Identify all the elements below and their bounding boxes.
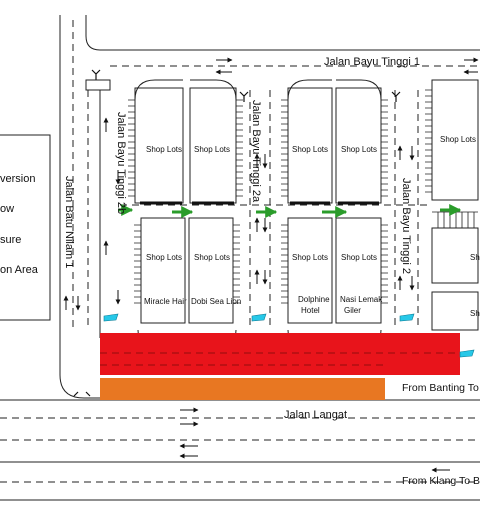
turn-symbols (73, 69, 401, 397)
shop-blocks-bottom (140, 217, 479, 331)
cone-marker (103, 313, 119, 322)
shop-name-dolphine-hotel: Hotel (301, 306, 320, 315)
shop-lots-label: Shop Lots (341, 145, 377, 154)
legend-item-diversion: version (0, 173, 35, 185)
shop-lots-label: Shop Lots (146, 145, 182, 154)
shop-lots-label: Sho (470, 309, 480, 318)
road-label-jalan-bayu-tinggi-2b: Jalan Bayu Tinggi 2b (115, 112, 127, 214)
legend-item-closure: sure (0, 234, 21, 246)
road-label-jalan-batu-nilam-1: Jalan Batu Nilam 1 (63, 176, 75, 268)
direction-label-from-banting: From Banting To Kla (402, 382, 480, 394)
shop-name-dobi-sea-lion: Dobi Sea Lion (191, 297, 241, 306)
direction-arrows (63, 57, 479, 473)
cone-marker (399, 313, 415, 322)
shop-name-dolphine-hotel: Dolphine (298, 295, 330, 304)
shop-lots-label: Shop Lots (341, 253, 377, 262)
shop-lots-label: Shop Lots (146, 253, 182, 262)
legend-item-area: on Area (0, 264, 39, 276)
traffic-cones (103, 313, 475, 358)
diversion-zone (100, 378, 385, 400)
road-label-jalan-bayu-tinggi-2a: Jalan Bayu Tinggi 2a (250, 100, 262, 203)
shop-lots-label: Shop Lots (292, 253, 328, 262)
shop-lots-label: Shop Lots (194, 253, 230, 262)
shop-lots-label: Shop Lots (194, 145, 230, 154)
shop-lots-label: Sho (470, 253, 480, 262)
road-label-jalan-bayu-tinggi-1: Jalan Bayu Tinggi 1 (324, 56, 420, 68)
road-label-jalan-langat: Jalan Langat (284, 409, 347, 421)
closure-area (100, 333, 460, 375)
cone-marker (459, 349, 475, 358)
shop-lots-label: Shop Lots (292, 145, 328, 154)
parking-bays-top (128, 89, 432, 197)
junction-box (85, 79, 111, 91)
closure-zone-right (385, 340, 460, 362)
shop-name-nasi-lemak: Nasi Lemak (340, 295, 383, 304)
direction-label-from-klang: From Klang To Bant (402, 475, 480, 487)
diversion-area (100, 378, 385, 400)
road-label-jalan-bayu-tinggi-2: Jalan Bayu Tinggi 2 (400, 178, 412, 274)
shop-name-nasi-lemak: Giler (344, 306, 361, 315)
shop-lots-label: Shop Lots (440, 135, 476, 144)
legend-item-flow: ow (0, 203, 14, 215)
legend: version ow sure on Area (0, 134, 51, 321)
cone-marker (251, 313, 267, 322)
shop-blocks-top (134, 79, 479, 204)
shop-name-miracle-hair: Miracle Hair (144, 297, 187, 306)
flow-arrows (118, 204, 462, 218)
lane-markings (0, 20, 480, 483)
